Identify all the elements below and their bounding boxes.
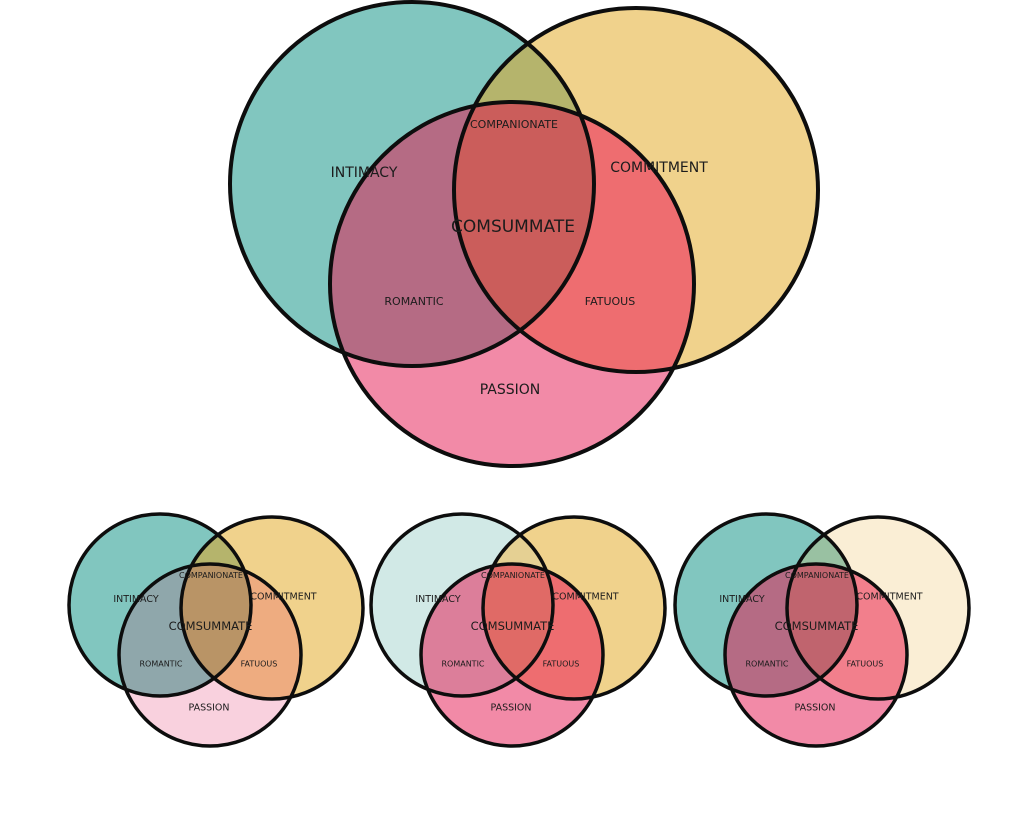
diagrams-root: INTIMACY COMMITMENT PASSION COMPANIONATE ROM… xyxy=(67,0,971,748)
label-romantic: ROMANTIC xyxy=(139,660,182,669)
label-companionate: COMPANIONATE xyxy=(470,118,558,131)
venn-diagram-main: INTIMACY COMMITMENT PASSION COMPANIONATE ROM… xyxy=(228,0,820,468)
label-passion: PASSION xyxy=(490,703,531,714)
label-romantic: ROMANTIC xyxy=(745,660,788,669)
circle-outline-intimacy xyxy=(673,512,859,698)
label-companionate: COMPANIONATE xyxy=(179,571,243,580)
label-commitment: COMMITMENT xyxy=(250,592,316,603)
label-companionate: COMPANIONATE xyxy=(785,571,849,580)
circle-outline-intimacy xyxy=(369,512,555,698)
label-passion: PASSION xyxy=(188,703,229,714)
region-consummate xyxy=(454,102,594,366)
circle-outline-commitment xyxy=(452,6,820,374)
circle-outline-passion xyxy=(723,562,909,748)
circle-outline-intimacy xyxy=(228,0,596,368)
label-consummate: COMSUMMATE xyxy=(471,619,555,633)
label-romantic: ROMANTIC xyxy=(384,295,444,308)
label-consummate: COMSUMMATE xyxy=(451,217,575,237)
label-fatuous: FATUOUS xyxy=(543,660,580,669)
circle-outline-passion xyxy=(328,100,696,468)
label-companionate: COMPANIONATE xyxy=(481,571,545,580)
region-consummate xyxy=(181,564,251,696)
label-romantic: ROMANTIC xyxy=(441,660,484,669)
venn-diagram-small-2: INTIMACY COMMITMENT PASSION COMPANIONATE ROM… xyxy=(369,512,667,748)
region-consummate xyxy=(787,564,857,696)
circle-outline-commitment xyxy=(481,515,667,701)
circle-outline-passion xyxy=(117,562,303,748)
label-intimacy: INTIMACY xyxy=(331,165,398,181)
label-consummate: COMSUMMATE xyxy=(775,619,859,633)
region-consummate xyxy=(483,564,553,696)
label-intimacy: INTIMACY xyxy=(415,594,461,605)
label-passion: PASSION xyxy=(794,703,835,714)
venn-diagram-small-3: INTIMACY COMMITMENT PASSION COMPANIONATE ROM… xyxy=(673,512,971,748)
circle-outline-commitment xyxy=(179,515,365,701)
label-intimacy: INTIMACY xyxy=(113,594,159,605)
venn-diagram-small-1: INTIMACY COMMITMENT PASSION COMPANIONATE ROM… xyxy=(67,512,365,748)
label-commitment: COMMITMENT xyxy=(552,592,618,603)
label-commitment: COMMITMENT xyxy=(856,592,922,603)
label-fatuous: FATUOUS xyxy=(847,660,884,669)
label-fatuous: FATUOUS xyxy=(241,660,278,669)
label-commitment: COMMITMENT xyxy=(610,160,708,176)
label-fatuous: FATUOUS xyxy=(585,295,635,308)
label-consummate: COMSUMMATE xyxy=(169,619,253,633)
circle-outline-intimacy xyxy=(67,512,253,698)
label-passion: PASSION xyxy=(480,382,541,398)
label-intimacy: INTIMACY xyxy=(719,594,765,605)
circle-outline-commitment xyxy=(785,515,971,701)
circle-outline-passion xyxy=(419,562,605,748)
